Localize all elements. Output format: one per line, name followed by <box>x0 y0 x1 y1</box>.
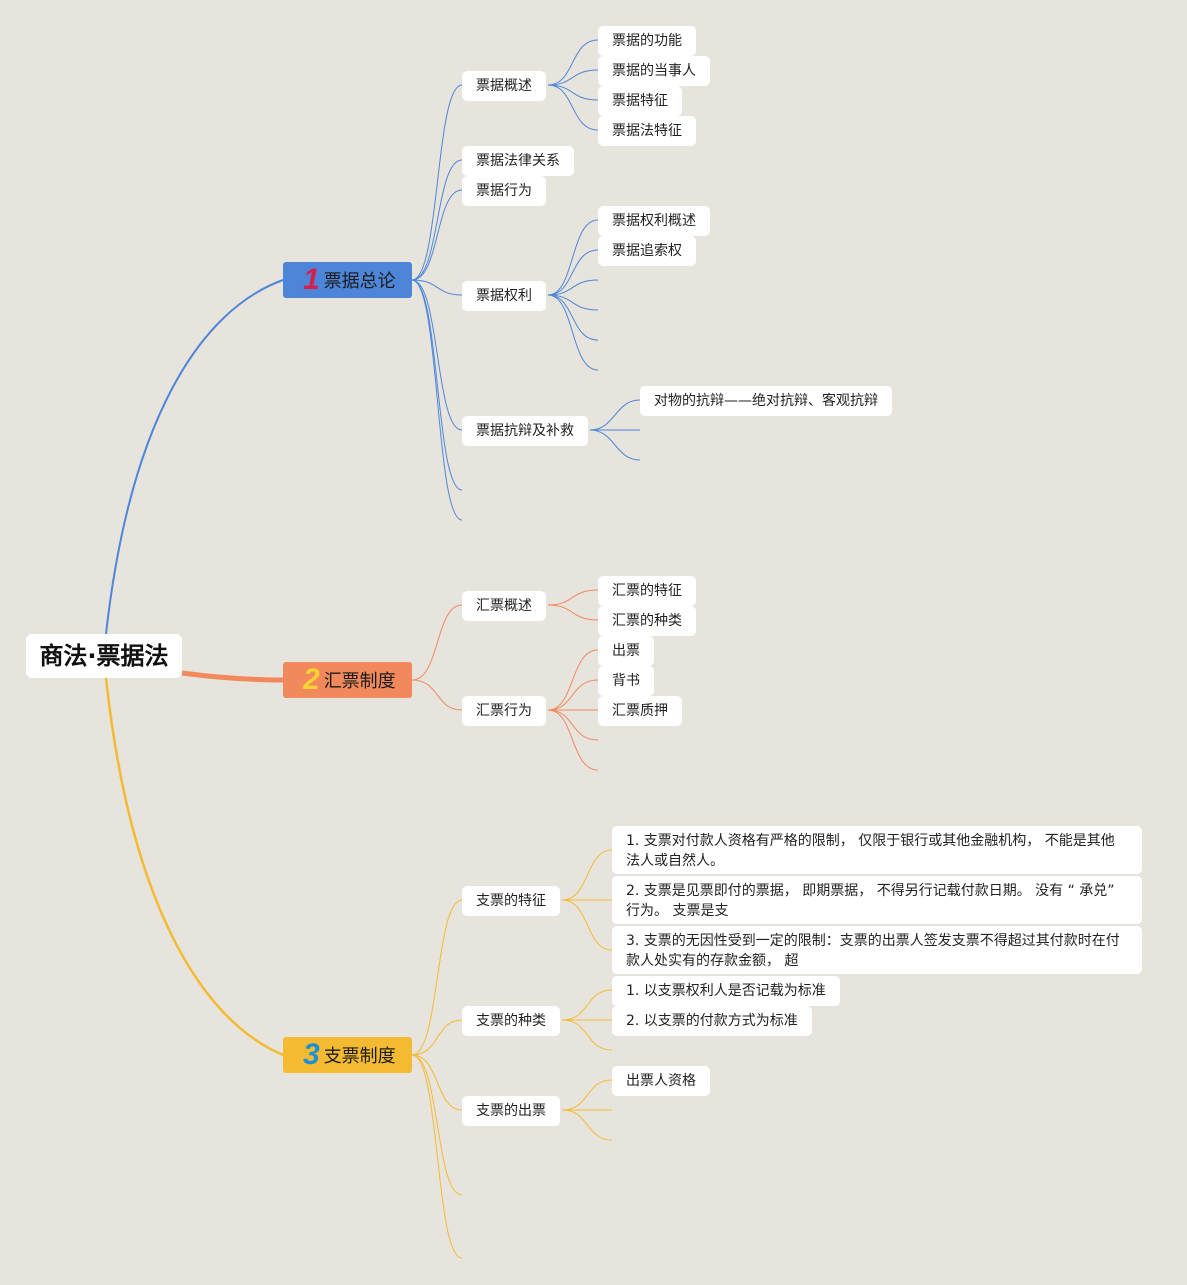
topic-bill-acts[interactable]: 票据行为 <box>462 176 546 206</box>
edge-root-b3 <box>104 677 284 1057</box>
topic-leaf[interactable]: 2. 支票是见票即付的票据， 即期票据， 不得另行记载付款日期。 没有 “ 承兑… <box>612 876 1142 924</box>
branch-number: 1 <box>303 263 320 296</box>
branch-label: 支票制度 <box>323 1046 396 1067</box>
topic-leaf[interactable]: 票据的功能 <box>598 26 696 56</box>
topic-leaf[interactable]: 汇票的特征 <box>598 576 696 606</box>
topic-leaf[interactable]: 对物的抗辩——绝对抗辩、客观抗辩 <box>640 386 892 416</box>
topic-leaf[interactable]: 票据特征 <box>598 86 682 116</box>
topic-leaf[interactable]: 1. 以支票权利人是否记载为标准 <box>612 976 840 1006</box>
topic-leaf[interactable]: 出票人资格 <box>612 1066 710 1096</box>
topic-cheque-features[interactable]: 支票的特征 <box>462 886 560 916</box>
topic-leaf[interactable]: 票据追索权 <box>598 236 696 266</box>
topic-cheque-types[interactable]: 支票的种类 <box>462 1006 560 1036</box>
topic-leaf[interactable]: 票据权利概述 <box>598 206 710 236</box>
topic-cheque-issue[interactable]: 支票的出票 <box>462 1096 560 1126</box>
edges-b3 <box>411 849 613 1259</box>
root-topic[interactable]: 商法·票据法 <box>26 634 182 678</box>
branch-number: 3 <box>303 1038 320 1071</box>
branch-number: 2 <box>303 663 320 696</box>
topic-leaf[interactable]: 票据法特征 <box>598 116 696 146</box>
branch-draft-system[interactable]: 2 汇票制度 <box>283 662 412 698</box>
topic-draft-acts[interactable]: 汇票行为 <box>462 696 546 726</box>
edge-root-b1 <box>105 279 284 635</box>
topic-leaf[interactable]: 1. 支票对付款人资格有严格的限制， 仅限于银行或其他金融机构， 不能是其他法人… <box>612 826 1142 874</box>
topic-leaf[interactable]: 汇票的种类 <box>598 606 696 636</box>
topic-leaf[interactable]: 出票 <box>598 636 654 666</box>
topic-leaf[interactable]: 背书 <box>598 666 654 696</box>
topic-legal-relation[interactable]: 票据法律关系 <box>462 146 574 176</box>
topic-bill-overview[interactable]: 票据概述 <box>462 71 546 101</box>
topic-leaf[interactable]: 3. 支票的无因性受到一定的限制：支票的出票人签发支票不得超过其付款时在付款人处… <box>612 926 1142 974</box>
edges-b1 <box>411 39 641 521</box>
branch-label: 汇票制度 <box>323 671 396 692</box>
topic-bill-rights[interactable]: 票据权利 <box>462 281 546 311</box>
topic-leaf[interactable]: 汇票质押 <box>598 696 682 726</box>
branch-bill-general[interactable]: 1 票据总论 <box>283 262 412 298</box>
branch-label: 票据总论 <box>323 271 396 292</box>
topic-leaf[interactable]: 票据的当事人 <box>598 56 710 86</box>
edges-b2 <box>411 589 599 771</box>
edge-root-b2 <box>181 670 284 683</box>
branch-cheque-system[interactable]: 3 支票制度 <box>283 1037 412 1073</box>
topic-draft-overview[interactable]: 汇票概述 <box>462 591 546 621</box>
topic-bill-defense[interactable]: 票据抗辩及补救 <box>462 416 588 446</box>
topic-leaf[interactable]: 2. 以支票的付款方式为标准 <box>612 1006 812 1036</box>
